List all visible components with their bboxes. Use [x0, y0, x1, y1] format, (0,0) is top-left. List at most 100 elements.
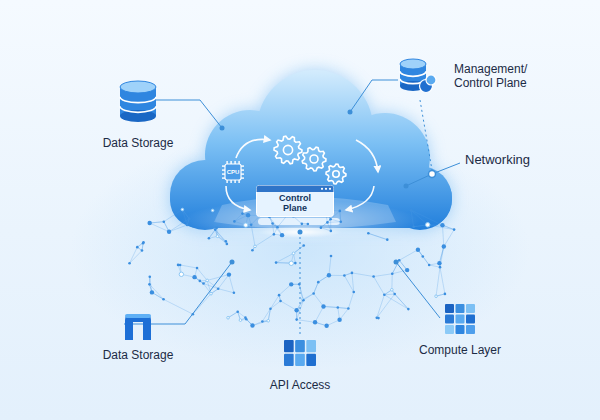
- mesh-link: [270, 301, 280, 309]
- grid-icon: [445, 304, 475, 334]
- mesh-link: [411, 210, 428, 225]
- mesh-dot: [327, 273, 331, 277]
- window-dot: [325, 188, 327, 190]
- flow-arrows-part: [236, 139, 270, 158]
- mesh-link: [327, 222, 330, 231]
- gear: [274, 136, 302, 164]
- grid-cell: [306, 340, 316, 352]
- mesh-link: [374, 274, 393, 277]
- grid-cell: [445, 304, 454, 313]
- storage-node: Management/ Control Plane: [398, 58, 570, 94]
- mesh-dot: [148, 283, 151, 286]
- mesh-dot: [192, 275, 196, 279]
- mesh-dot: [329, 218, 332, 221]
- leader-dots-part: [394, 260, 399, 265]
- mesh-dot: [141, 249, 144, 252]
- mesh-dot: [407, 308, 410, 311]
- mesh-link: [150, 223, 169, 232]
- cylinder-band: [400, 71, 426, 76]
- window-dot: [329, 188, 331, 190]
- mesh-dot: [320, 226, 323, 229]
- mesh-dot: [422, 255, 425, 258]
- mesh-dot: [339, 220, 342, 223]
- leader-lines-part: [124, 262, 232, 324]
- mesh-link: [213, 210, 216, 229]
- mesh-dot: [337, 318, 341, 322]
- mesh-link: [302, 299, 304, 301]
- mesh-link: [391, 274, 392, 290]
- gears: [274, 136, 346, 184]
- network-mesh: [128, 205, 455, 328]
- mesh-link: [281, 301, 297, 310]
- mesh-dot: [136, 246, 139, 249]
- mesh-link: [130, 247, 138, 263]
- gear-hub: [310, 155, 318, 163]
- leader-lines: [124, 80, 460, 336]
- mesh-dot: [440, 223, 444, 227]
- mesh-dot: [227, 272, 231, 276]
- mesh-dot: [186, 224, 189, 227]
- mesh-dot: [367, 232, 370, 235]
- mesh-dot: [453, 228, 456, 231]
- leader-dots-part: [348, 110, 353, 115]
- mesh-dot: [273, 233, 276, 236]
- mesh-link: [169, 219, 189, 232]
- flow-arrows-part: [356, 140, 378, 172]
- mesh-link: [297, 320, 315, 323]
- cylinder-top: [400, 59, 426, 69]
- node-text-box: Compute Layer: [419, 343, 501, 357]
- mesh-dot: [312, 292, 315, 295]
- mesh-link: [218, 289, 234, 293]
- leader-dots-part: [230, 260, 235, 265]
- mesh-dot: [321, 304, 325, 308]
- mesh-link: [169, 225, 187, 232]
- grid-icon: [284, 340, 316, 366]
- mesh-link: [303, 294, 314, 300]
- mesh-dot: [301, 298, 304, 301]
- grid-cell: [466, 304, 475, 313]
- mesh-dot: [393, 293, 396, 296]
- cloud-shadow: [170, 70, 452, 230]
- cloud: [170, 70, 452, 230]
- leader-lines-part: [432, 163, 460, 174]
- mesh-link: [339, 211, 341, 222]
- node-text-box: Management/ Control Plane: [454, 62, 554, 90]
- mesh-link: [262, 309, 270, 322]
- cpu-node: CPU: [222, 161, 244, 183]
- mesh-link: [314, 294, 324, 307]
- mesh-link: [207, 275, 229, 281]
- grid-cell: [445, 315, 454, 324]
- mesh-link: [149, 284, 163, 299]
- grid-cell: [295, 340, 305, 352]
- mesh-dot: [347, 307, 350, 310]
- mesh-dot: [444, 293, 447, 296]
- leader-dots-part: [429, 171, 436, 178]
- mesh-link: [130, 251, 142, 264]
- flow-arrows-part: [226, 186, 250, 210]
- leader-dots-part: [298, 230, 303, 235]
- mesh-link: [418, 250, 429, 265]
- mesh-link: [229, 275, 234, 293]
- gear-outline: [274, 136, 302, 164]
- mesh-dot: [177, 264, 180, 267]
- mesh-dot: [150, 290, 154, 294]
- mesh-dot: [142, 241, 145, 244]
- mesh-dot: [244, 316, 247, 319]
- mesh-link: [294, 246, 304, 254]
- mesh-link: [197, 268, 207, 280]
- mesh-dot: [317, 281, 320, 284]
- mesh-link: [234, 214, 242, 222]
- mesh-dot: [211, 209, 214, 212]
- mesh-dot: [289, 282, 293, 286]
- mesh-link: [252, 321, 268, 326]
- grid-cell: [295, 354, 305, 366]
- mesh-link: [395, 294, 409, 309]
- leader-dots-part: [404, 184, 409, 189]
- leader-lines-part: [350, 80, 398, 112]
- mesh-dot: [324, 324, 328, 328]
- mesh-dot: [294, 308, 298, 312]
- mesh-link: [209, 228, 217, 238]
- leader-lines-part: [396, 262, 440, 318]
- node-label: Management/ Control Plane: [454, 62, 554, 90]
- mesh-link: [238, 312, 246, 318]
